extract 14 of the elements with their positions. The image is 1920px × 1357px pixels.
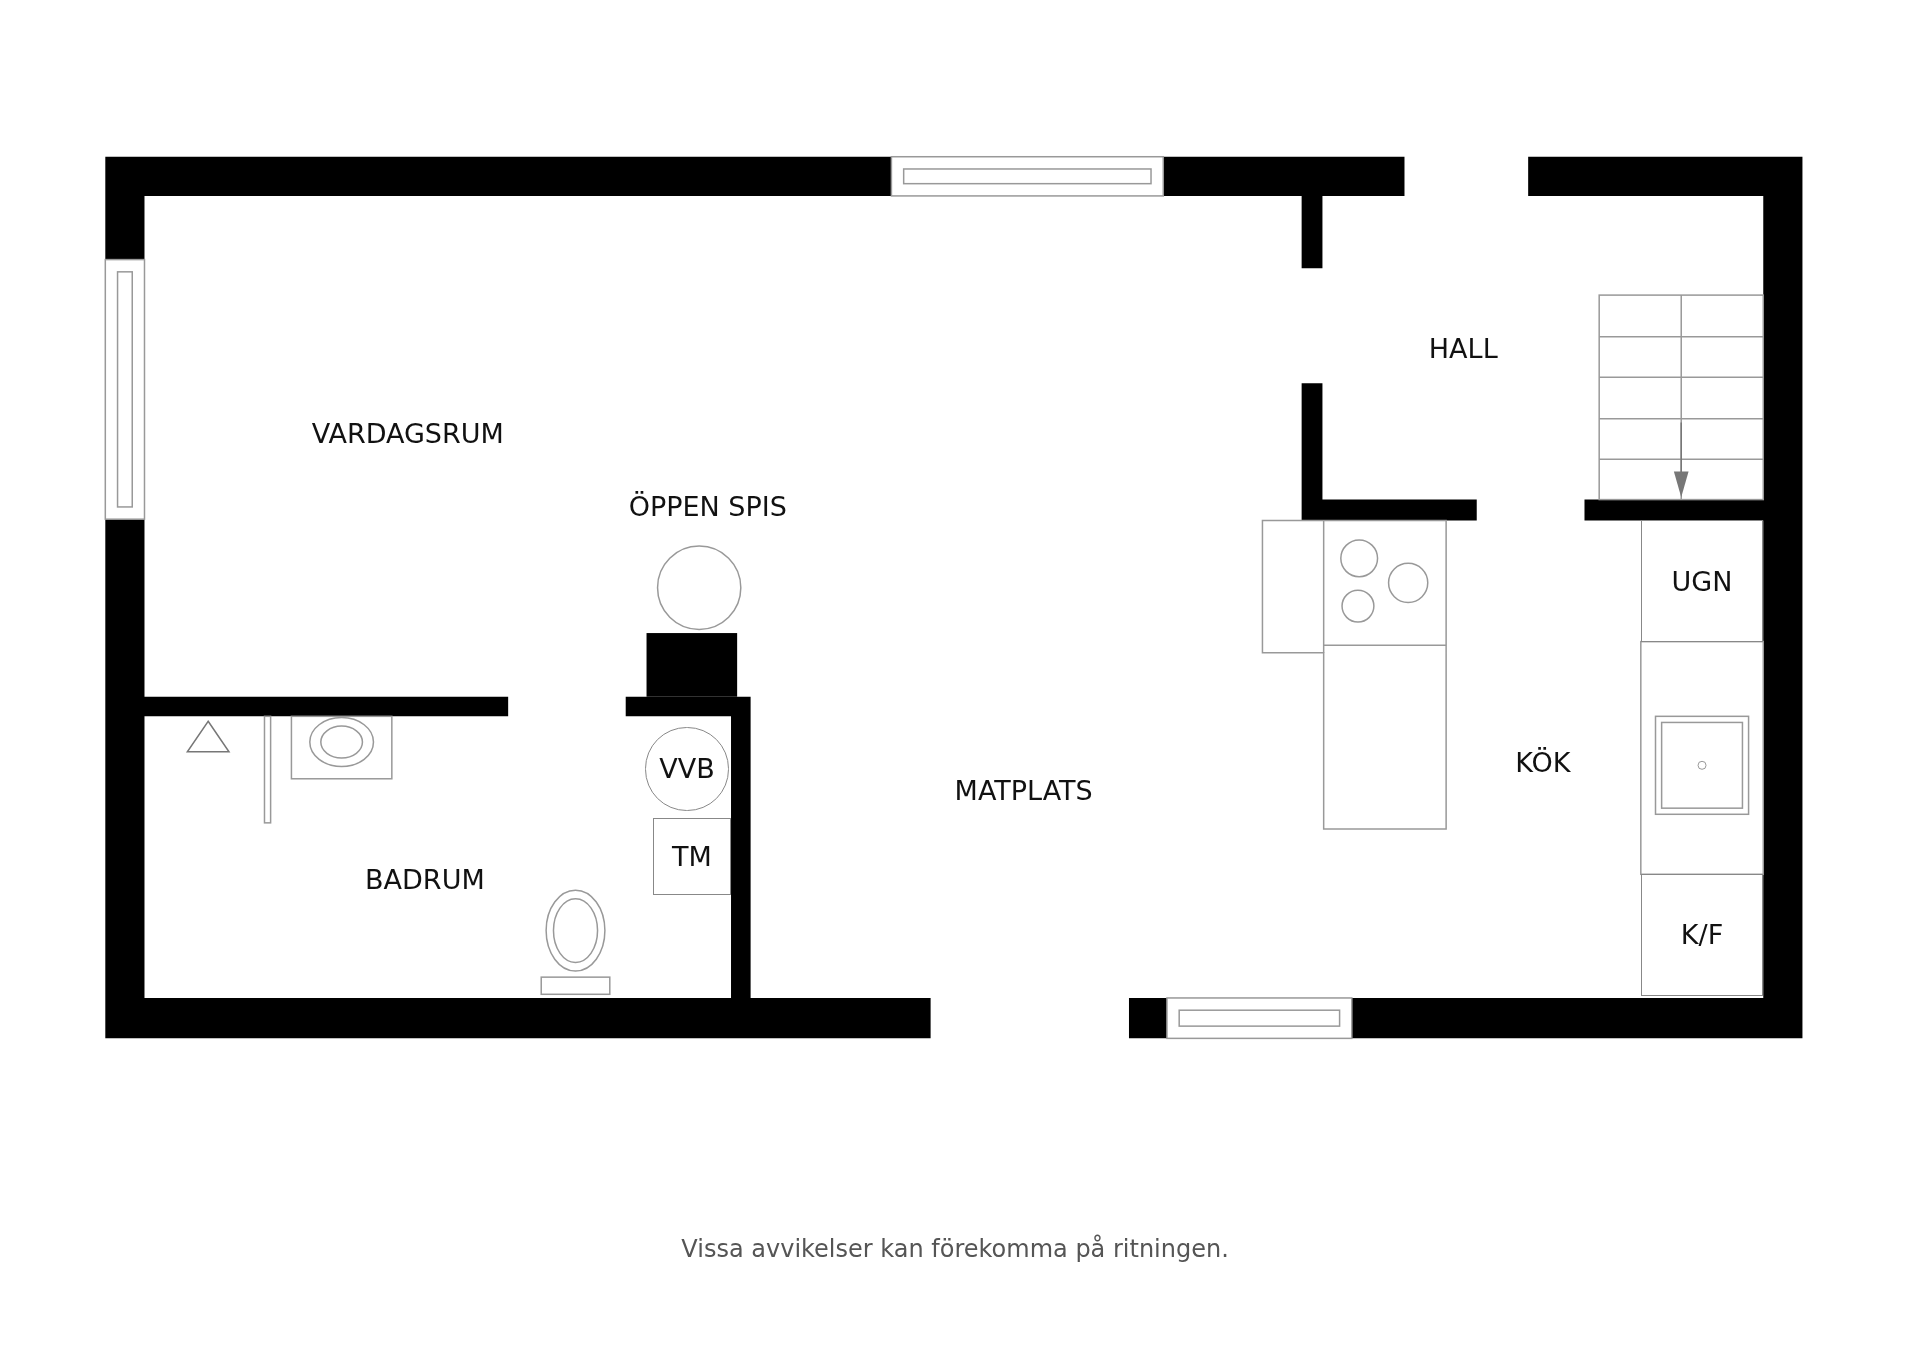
caption: Vissa avvikelser kan förekomma på ritningen. [681,1234,1229,1263]
room-label: ÖPPEN SPIS [628,490,787,522]
fridge-freezer-box [1640,874,1764,996]
fixture-label: K/F [1680,919,1724,951]
oven-box [1640,520,1764,642]
fixture-label: UGN [1671,565,1733,597]
fixture-label: TM [671,841,712,872]
room-label: KÖK [1515,746,1571,778]
room-label: BADRUM [365,863,485,895]
room-label: MATPLATS [954,774,1093,806]
tm-box [652,817,731,896]
room-label: VARDAGSRUM [311,417,504,449]
fixture-label: VVB [659,753,715,785]
room-label: HALL [1428,332,1498,364]
